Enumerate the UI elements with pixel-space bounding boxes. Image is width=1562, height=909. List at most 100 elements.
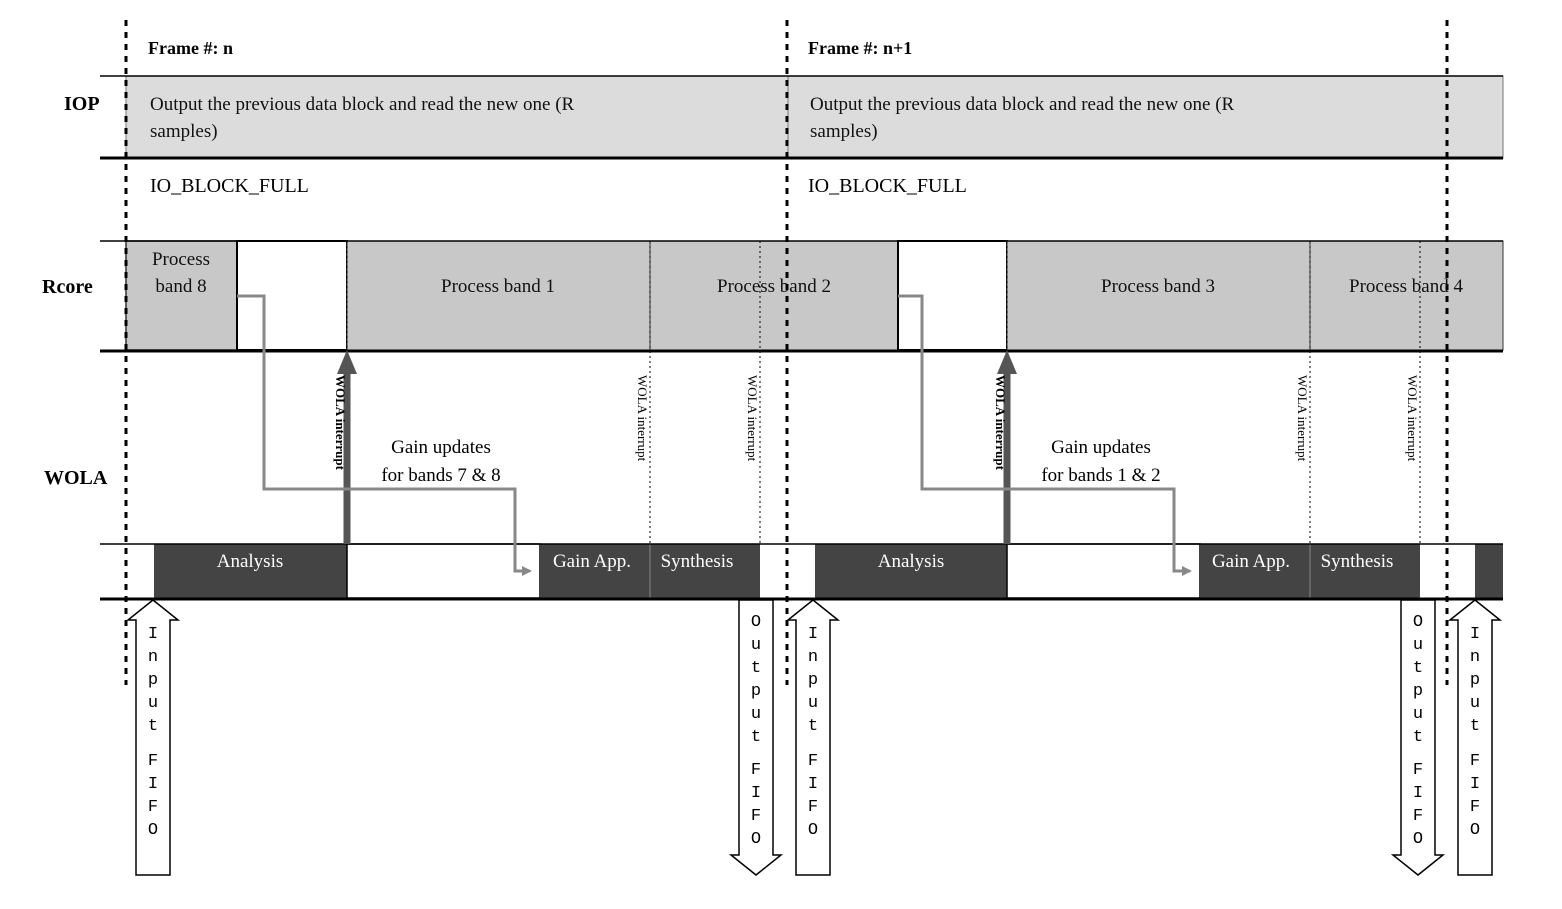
svg-text:O: O (1413, 830, 1423, 849)
wola-bar-row: Analysis Gain App. Synthesis Analysis Ga… (100, 543, 1503, 601)
wola-synthesis-block-n (650, 544, 760, 598)
input-fifo-arrow-n (125, 599, 181, 876)
svg-text:n: n (1470, 648, 1480, 667)
wola-synthesis-block-n1 (1310, 544, 1420, 598)
wola-synthesis-label-n: Synthesis (661, 551, 734, 572)
svg-text:u: u (808, 694, 818, 713)
svg-text:t: t (751, 659, 761, 678)
svg-text:O: O (751, 613, 761, 632)
interrupt-arrow-head-n1 (997, 350, 1017, 374)
gain-update-path-n1 (898, 294, 1192, 576)
svg-text:I: I (808, 625, 818, 644)
svg-text:t: t (808, 717, 818, 736)
wola-gain-app-label-n: Gain App. (553, 551, 631, 572)
svg-text:O: O (1470, 821, 1480, 840)
svg-text:u: u (751, 636, 761, 655)
rcore-band2-label: Process band 2 (717, 276, 831, 297)
svg-text:t: t (1413, 728, 1423, 747)
svg-text:t: t (751, 728, 761, 747)
wola-gap-1 (346, 543, 541, 599)
input-fifo-arrow-n1 (785, 599, 841, 876)
interrupt-label-3: WOLA interrupt (745, 375, 760, 462)
svg-text:u: u (1413, 705, 1423, 724)
svg-text:I: I (148, 775, 158, 794)
svg-text:u: u (751, 705, 761, 724)
svg-text:F: F (1470, 752, 1480, 771)
iop-text-frame-n-line2: samples) (150, 121, 218, 142)
svg-text:t: t (1470, 717, 1480, 736)
rcore-band1-label: Process band 1 (441, 276, 555, 297)
rcore-band8-label-line1: Process (152, 249, 210, 270)
output-fifo-arrow-n1 (1390, 599, 1446, 876)
rcore-band3-label: Process band 3 (1101, 276, 1215, 297)
interrupt-arrow-head-n (337, 350, 357, 374)
wola-analysis-block-n1 (815, 544, 1007, 598)
rcore-band8-label-line2: band 8 (155, 276, 206, 297)
iop-text-frame-n-line1: Output the previous data block and read … (150, 94, 575, 115)
interrupt-label-6: WOLA interrupt (1405, 375, 1420, 462)
svg-text:n: n (148, 648, 158, 667)
svg-text:F: F (148, 798, 158, 817)
interrupt-label-5: WOLA interrupt (1295, 375, 1310, 462)
svg-text:O: O (148, 821, 158, 840)
wola-gap-2 (1006, 543, 1201, 599)
iop-block-frame-n1 (787, 75, 1504, 159)
gain-updates-text-n1-line2: for bands 1 & 2 (1041, 465, 1160, 486)
wola-synthesis-label-n1: Synthesis (1321, 551, 1394, 572)
svg-text:F: F (751, 761, 761, 780)
frame-label-n1: Frame #: n+1 (808, 38, 912, 58)
iop-row: Output the previous data block and read … (100, 75, 1504, 160)
wola-gain-app-block-n (540, 544, 650, 598)
rcore-band4-label: Process band 4 (1349, 276, 1463, 297)
wola-analysis-block-n (154, 544, 347, 598)
svg-text:u: u (1413, 636, 1423, 655)
rcore-band2-block (649, 240, 899, 351)
svg-text:u: u (1470, 694, 1480, 713)
gain-updates-text-n1-line1: Gain updates (1051, 437, 1151, 458)
wola-analysis-label-n1: Analysis (878, 551, 945, 572)
svg-text:p: p (808, 671, 818, 690)
svg-text:F: F (808, 798, 818, 817)
svg-text:n: n (808, 648, 818, 667)
io-block-full-flag-n: IO_BLOCK_FULL (150, 175, 309, 197)
wola-gain-app-block-n1 (1200, 544, 1310, 598)
row-label-rcore: Rcore (42, 276, 93, 298)
svg-text:I: I (808, 775, 818, 794)
rcore-band8-block (125, 240, 238, 351)
interrupt-arrows (337, 350, 1017, 544)
gain-update-path-n (237, 294, 532, 576)
gain-updates-text-n-line2: for bands 7 & 8 (381, 465, 500, 486)
gain-updates-text-n-line1: Gain updates (391, 437, 491, 458)
svg-text:F: F (148, 752, 158, 771)
svg-text:F: F (751, 807, 761, 826)
iop-text-frame-n1-line1: Output the previous data block and read … (810, 94, 1235, 115)
svg-text:F: F (1470, 798, 1480, 817)
iop-text-frame-n1-line2: samples) (810, 121, 878, 142)
svg-text:I: I (751, 784, 761, 803)
svg-text:F: F (1413, 807, 1423, 826)
interrupt-label-4: WOLA interrupt (993, 375, 1008, 471)
wola-analysis-label-n: Analysis (217, 551, 284, 572)
iop-block-frame-n (125, 75, 789, 159)
svg-text:F: F (808, 752, 818, 771)
rcore-row: Process band 8 Process band 1 Process ba… (100, 240, 1504, 353)
rcore-band4-block (1309, 240, 1504, 351)
row-label-wola: WOLA (44, 467, 108, 489)
svg-text:I: I (1413, 784, 1423, 803)
frame-label-n: Frame #: n (148, 38, 233, 58)
row-label-iop: IOP (64, 93, 100, 115)
frame-boundaries (124, 20, 1449, 685)
svg-text:F: F (1413, 761, 1423, 780)
rcore-band3-block (1006, 240, 1311, 351)
interrupt-label-2: WOLA interrupt (635, 375, 650, 462)
svg-text:O: O (1413, 613, 1423, 632)
svg-text:p: p (751, 682, 761, 701)
interrupt-label-1: WOLA interrupt (333, 375, 348, 471)
svg-text:u: u (148, 694, 158, 713)
